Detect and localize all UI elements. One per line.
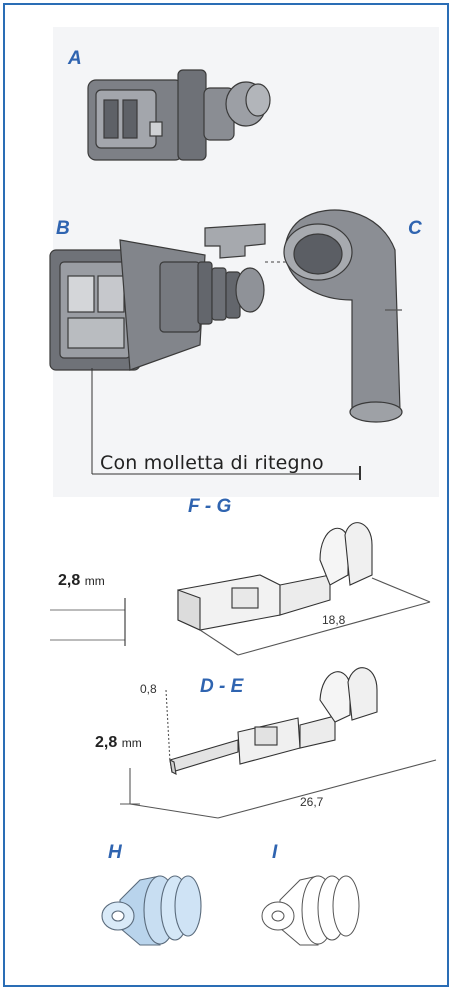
de-thickness-dimension: 0,8 (140, 682, 157, 696)
de-width-value: 2,8 (95, 734, 118, 751)
connector-a-drawing (87, 69, 271, 161)
fg-width-unit: mm (84, 574, 105, 588)
fg-width-value: 2,8 (58, 572, 81, 589)
retaining-clip-caption: Con molletta di ritegno (100, 452, 324, 474)
fg-length-dimension: 18,8 (322, 613, 346, 627)
label-b: B (56, 218, 70, 239)
label-h: H (108, 842, 122, 863)
de-length-dimension: 26,7 (300, 795, 324, 809)
label-a: A (68, 48, 82, 69)
seal-h-drawing (101, 875, 202, 946)
boot-c-drawing (265, 209, 403, 423)
fg-width-dimension: 2,8 mm (58, 572, 105, 590)
label-c: C (408, 218, 422, 239)
seal-i-drawing (261, 875, 360, 946)
terminal-de-drawing (120, 667, 437, 819)
connector-b-drawing (49, 223, 361, 480)
terminal-fg-drawing (50, 522, 431, 656)
label-de: D - E (200, 676, 244, 697)
label-i: I (272, 842, 278, 863)
label-fg: F - G (188, 496, 232, 517)
de-width-unit: mm (121, 736, 142, 750)
de-width-dimension: 2,8 mm (95, 734, 142, 752)
